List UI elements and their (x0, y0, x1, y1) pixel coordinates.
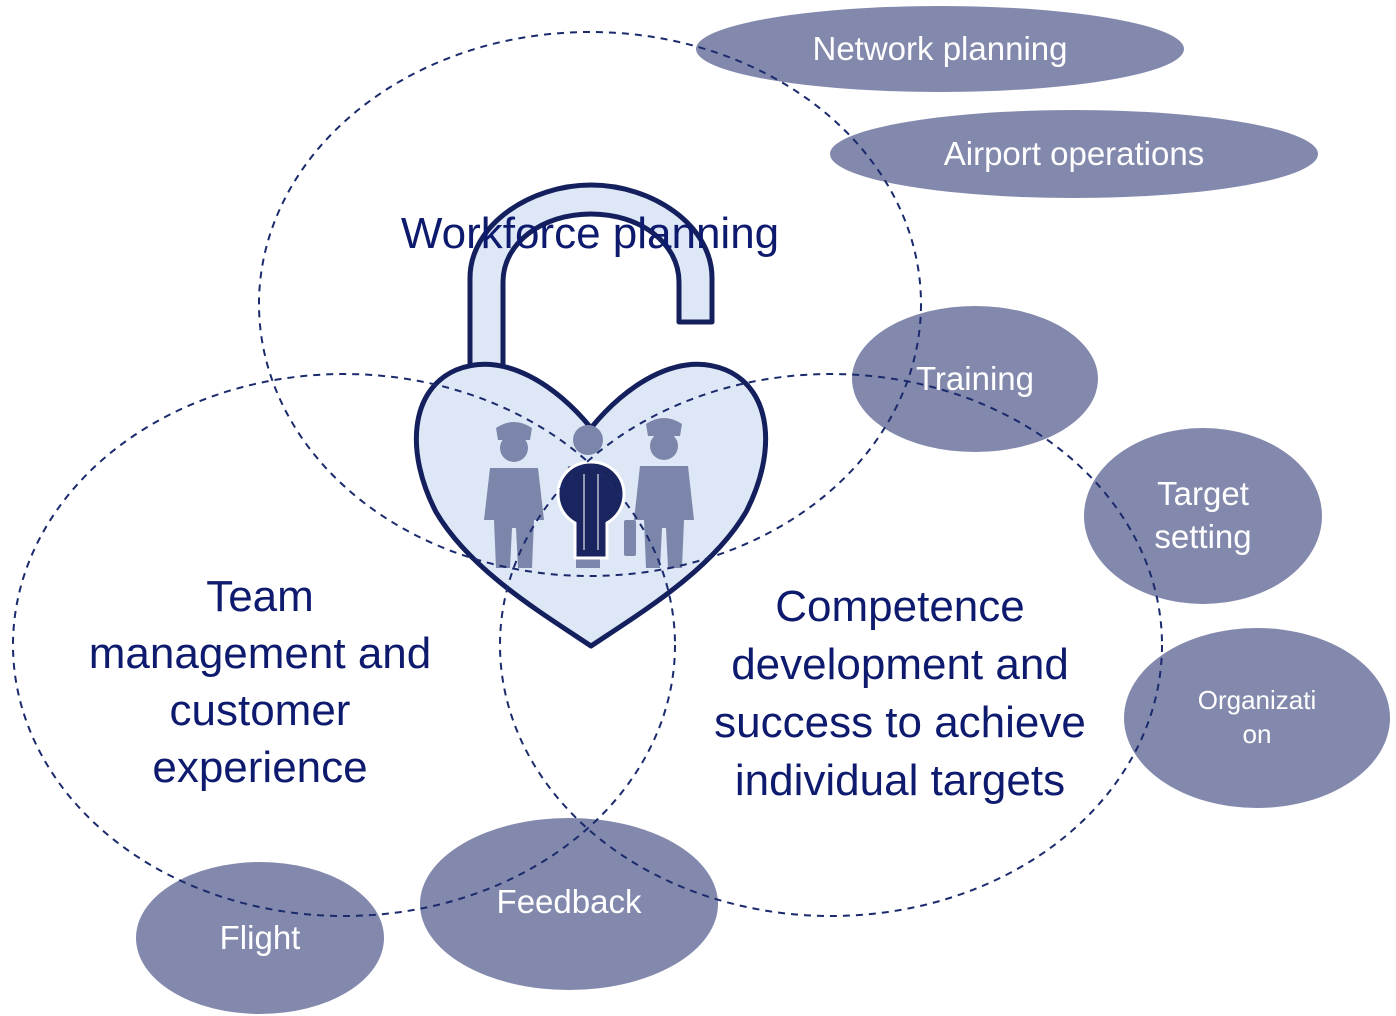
tag-network-planning-label: Network planning (812, 30, 1068, 67)
pilot-icon (484, 422, 544, 568)
captain-icon (624, 418, 694, 568)
tag-training-label: Training (916, 360, 1034, 397)
tag-feedback: Feedback (420, 818, 718, 990)
competence-label-line-4: individual targets (734, 756, 1066, 805)
tag-target-setting-line-2: setting (1154, 518, 1252, 555)
tag-airport-operations: Airport operations (830, 110, 1318, 198)
tag-organization-line-1: Organizati (1197, 685, 1317, 716)
team-label-line-2: management and (88, 629, 432, 678)
tag-flight: Flight (136, 862, 384, 1014)
tag-flight-label: Flight (219, 919, 301, 956)
workforce-planning-text: Workforce planning (400, 209, 780, 258)
tag-target-setting: Target setting (1084, 428, 1322, 604)
tag-network-planning: Network planning (696, 6, 1184, 92)
tag-organization: Organizati on (1124, 628, 1390, 808)
team-label-line-3: customer (169, 686, 351, 735)
workforce-planning-label: Workforce planning (360, 208, 820, 259)
tag-feedback-label: Feedback (496, 883, 642, 920)
team-management-label: Team management and customer experience (40, 568, 480, 796)
competence-label-line-3: success to achieve (714, 698, 1086, 747)
tag-organization-line-2: on (1242, 719, 1272, 749)
keyhole-icon (556, 460, 626, 560)
tag-target-setting-line-1: Target (1157, 475, 1249, 513)
circle-competence-development (499, 373, 1163, 917)
competence-development-label: Competence development and success to ac… (670, 578, 1130, 810)
circle-team-management (12, 373, 676, 917)
team-label-line-4: experience (152, 743, 368, 792)
competence-label-line-2: development and (731, 640, 1069, 689)
tag-airport-operations-label: Airport operations (943, 135, 1205, 172)
circle-workforce-planning (258, 31, 922, 577)
competence-label-line-1: Competence (775, 582, 1025, 631)
team-label-line-1: Team (206, 572, 314, 621)
